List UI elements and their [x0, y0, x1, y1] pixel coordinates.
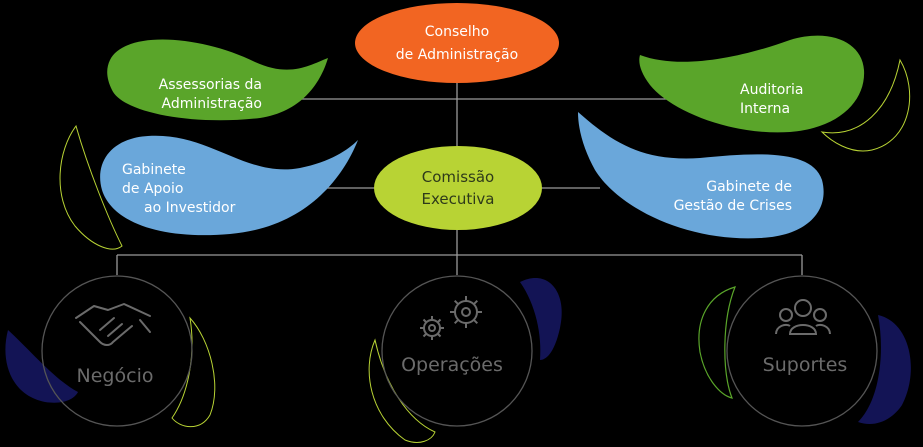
node-executive-line1: Comissão — [422, 168, 494, 186]
node-investor-line1: Gabinete — [122, 162, 186, 178]
decor-navy-drop-left — [5, 330, 78, 403]
people-group-icon — [775, 299, 831, 335]
node-investor: Gabinete de Apoio ao Investidor — [100, 135, 358, 236]
node-investor-line3: ao Investidor — [144, 200, 236, 216]
decor-navy-drop-middle — [520, 277, 562, 360]
node-audit-line1: Auditoria — [740, 82, 804, 98]
node-crisis-line2: Gestão de Crises — [674, 198, 792, 214]
node-board: Conselho de Administração — [355, 3, 559, 83]
node-investor-line2: de Apoio — [122, 181, 183, 197]
node-supports-label: Suportes — [763, 354, 848, 376]
decor-lime-outline-bottom-left — [171, 316, 216, 428]
handshake-icon — [75, 303, 151, 346]
node-business: Negócio — [41, 275, 193, 427]
node-audit-line2: Interna — [740, 101, 790, 117]
node-board-line2: de Administração — [396, 47, 518, 63]
node-executive-line2: Executiva — [422, 190, 495, 208]
node-executive: Comissão Executiva — [374, 146, 542, 230]
node-advisory-line1: Assessorias da — [159, 77, 262, 93]
node-board-line1: Conselho — [425, 24, 489, 40]
decor-green-outline-right — [698, 286, 737, 399]
node-crisis-line1: Gabinete de — [706, 179, 792, 195]
node-supports: Suportes — [726, 275, 878, 427]
node-audit: Auditoria Interna — [639, 35, 865, 133]
decor-navy-drop-right — [858, 315, 911, 425]
node-advisory-line2: Administração — [162, 96, 262, 112]
node-business-label: Negócio — [77, 365, 154, 387]
decor-lime-outline-left — [59, 124, 123, 250]
gears-icon — [420, 296, 482, 340]
node-crisis: Gabinete de Gestão de Crises — [578, 112, 824, 239]
node-operations-label: Operações — [401, 354, 503, 376]
decor-lime-outline-right — [820, 58, 911, 152]
node-operations: Operações — [381, 275, 533, 427]
node-advisory: Assessorias da Administração — [107, 39, 328, 121]
